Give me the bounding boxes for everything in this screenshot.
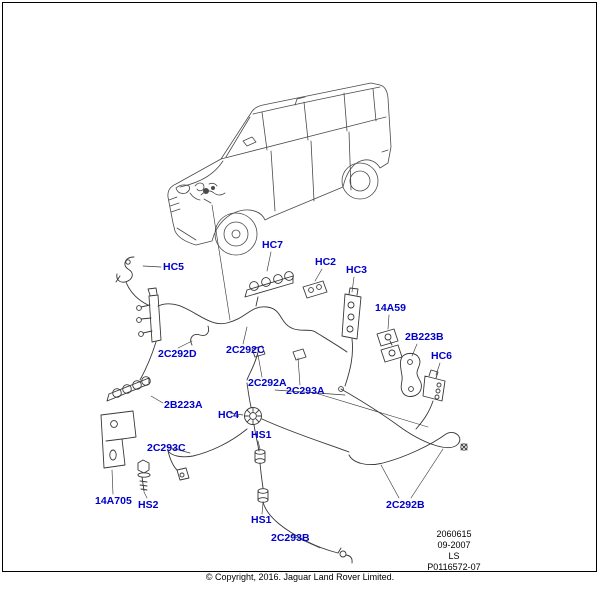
- drawing-footnote: 2060615 09-2007 LS P0116572-07: [415, 529, 493, 573]
- footnote-code: LS: [448, 551, 460, 561]
- part-label-2c292b[interactable]: 2C292B: [386, 499, 425, 511]
- part-label-hc5[interactable]: HC5: [163, 261, 185, 273]
- part-label-hc7[interactable]: HC7: [262, 239, 284, 251]
- footnote-plate-number: P0116572-07: [427, 562, 481, 572]
- part-label-hs1-upper[interactable]: HS1: [251, 429, 272, 441]
- part-label-2c293a[interactable]: 2C293A: [286, 385, 325, 397]
- part-label-2c292a[interactable]: 2C292A: [248, 377, 287, 389]
- drawing-border: [2, 2, 597, 572]
- part-label-2b223b[interactable]: 2B223B: [405, 331, 444, 343]
- part-label-2c293c[interactable]: 2C293C: [147, 442, 186, 454]
- part-label-2c293b[interactable]: 2C293B: [271, 532, 310, 544]
- part-label-hc4[interactable]: HC4: [218, 409, 240, 421]
- part-label-2b223a[interactable]: 2B223A: [164, 399, 203, 411]
- part-label-hc6[interactable]: HC6: [431, 350, 453, 362]
- part-label-14a705[interactable]: 14A705: [95, 495, 132, 507]
- copyright-text: © Copyright, 2016. Jaguar Land Rover Lim…: [205, 572, 395, 582]
- part-label-14a59[interactable]: 14A59: [375, 302, 406, 314]
- part-label-2c292d[interactable]: 2C292D: [158, 348, 197, 360]
- footnote-drawing-number: 2060615: [436, 529, 472, 539]
- part-label-2c292c[interactable]: 2C292C: [226, 344, 265, 356]
- part-label-hs1-lower[interactable]: HS1: [251, 514, 272, 526]
- part-label-hc2[interactable]: HC2: [315, 256, 337, 268]
- footnote-date: 09-2007: [437, 540, 471, 550]
- part-label-hs2[interactable]: HS2: [138, 499, 159, 511]
- part-label-hc3[interactable]: HC3: [346, 264, 368, 276]
